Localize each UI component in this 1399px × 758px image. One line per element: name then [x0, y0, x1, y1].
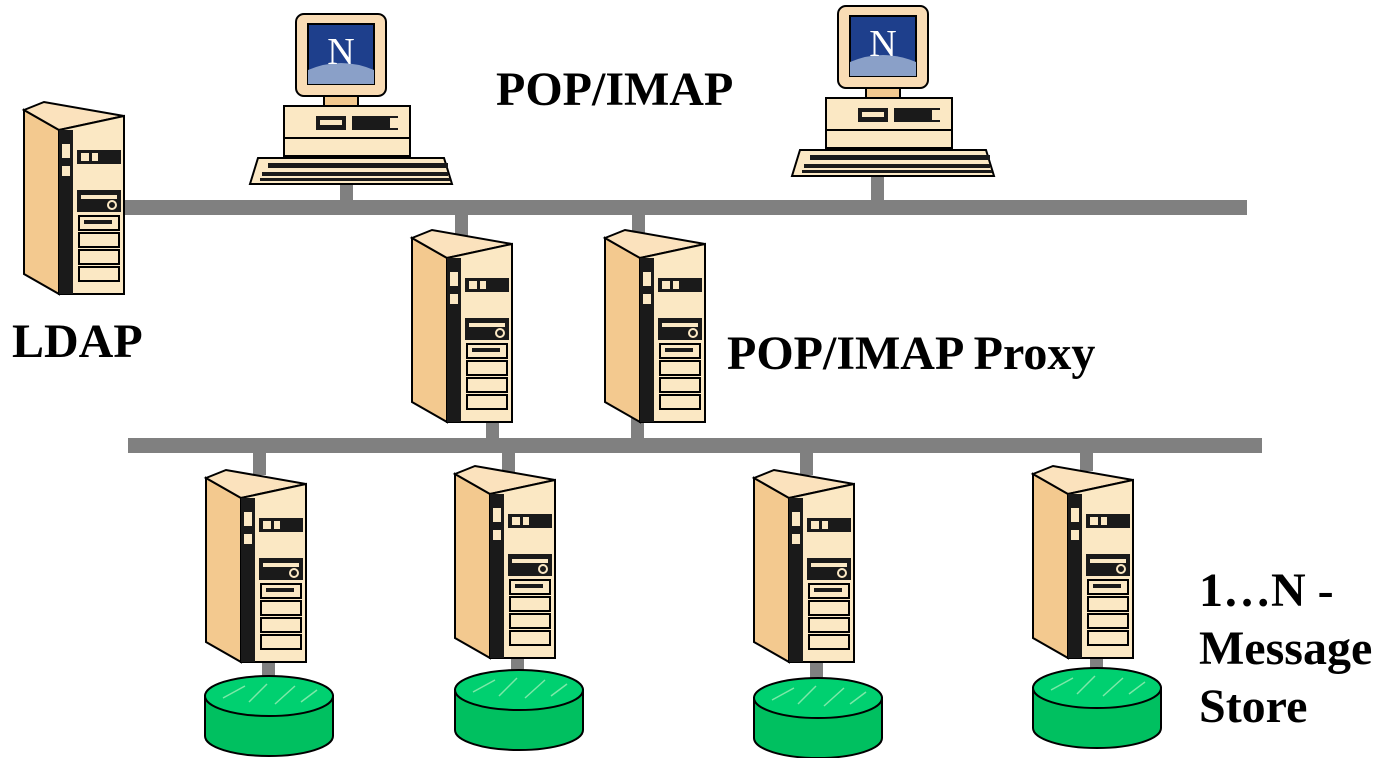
message-store-server-icon	[753, 469, 855, 663]
connector-disk1	[262, 658, 275, 680]
connector-store3	[800, 453, 813, 475]
connector-proxy1-bottom	[486, 420, 499, 440]
connector-disk3	[810, 660, 823, 682]
connector-store1	[253, 453, 266, 475]
message-store-server-icon	[205, 469, 307, 663]
ldap-server-icon	[23, 101, 125, 295]
disk-storage-icon	[204, 675, 334, 757]
proxy-server-icon	[604, 229, 706, 423]
clients-protocol-label: POP/IMAP	[496, 63, 734, 116]
message-store-server-icon	[1032, 465, 1134, 659]
connector-client1	[340, 180, 353, 202]
network-bus-top	[115, 200, 1247, 215]
client-computer-icon	[249, 13, 453, 185]
proxy-server-icon	[411, 229, 513, 423]
connector-client2	[871, 172, 884, 202]
disk-storage-icon	[454, 669, 584, 751]
message-store-label: 1…N - Message Store	[1199, 562, 1372, 736]
connector-store4	[1080, 453, 1093, 471]
disk-storage-icon	[753, 677, 883, 758]
connector-store2	[502, 453, 515, 473]
proxy-label: POP/IMAP Proxy	[727, 327, 1096, 380]
ldap-label: LDAP	[12, 315, 143, 368]
message-store-server-icon	[454, 465, 556, 659]
message-store-label-line2: Message	[1199, 622, 1373, 675]
disk-storage-icon	[1032, 667, 1162, 749]
message-store-label-line1: 1…N -	[1199, 564, 1334, 617]
network-bus-bottom	[128, 438, 1262, 453]
message-store-label-line3: Store	[1199, 680, 1308, 733]
client-computer-icon	[791, 5, 995, 177]
connector-proxy2	[632, 215, 645, 235]
